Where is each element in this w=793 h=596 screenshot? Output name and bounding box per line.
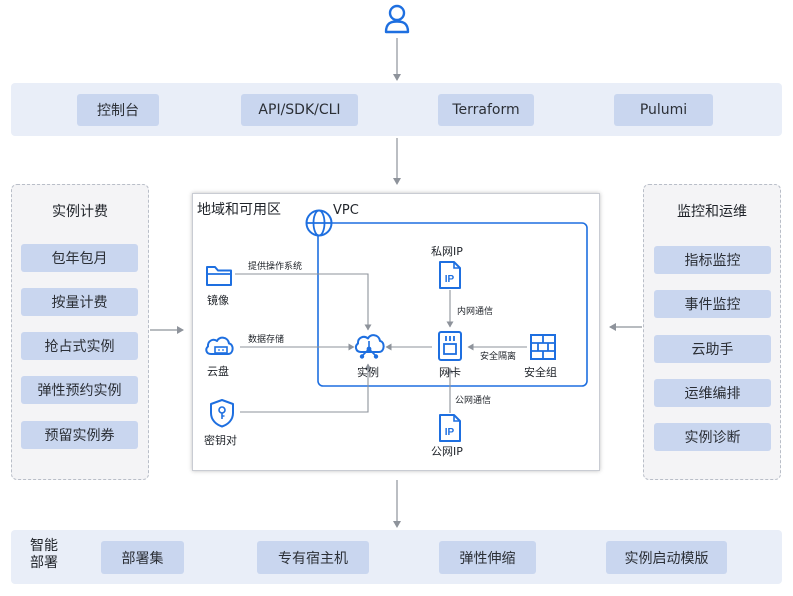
billing-pay-as-you-go[interactable]: 按量计费 — [21, 288, 138, 316]
billing-panel-title: 实例计费 — [52, 204, 108, 220]
edge-keypair-to-instance — [240, 363, 372, 413]
private-ip-icon-text: IP — [445, 274, 455, 285]
ops-panel-title: 监控和运维 — [677, 204, 747, 220]
billing-reserved-instance-coupon[interactable]: 预留实例券 — [21, 421, 138, 449]
billing-spot-instance[interactable]: 抢占式实例 — [21, 332, 138, 360]
globe-icon — [305, 209, 333, 237]
ops-instance-diagnosis[interactable]: 实例诊断 — [654, 423, 771, 451]
private-ip-label: 私网IP — [431, 245, 463, 258]
billing-elastic-reservation[interactable]: 弹性预约实例 — [21, 376, 138, 404]
pulumi-button[interactable]: Pulumi — [614, 94, 713, 126]
billing-subscription[interactable]: 包年包月 — [21, 244, 138, 272]
edge-image-to-instance — [235, 273, 372, 331]
dedicated-host-button[interactable]: 专有宿主机 — [257, 541, 369, 574]
nic-icon — [438, 331, 462, 361]
region-zone-title: 地域和可用区 — [197, 202, 281, 218]
image-label: 镜像 — [207, 294, 229, 307]
security-group-icon — [530, 334, 556, 360]
edge-os-label: 提供操作系统 — [248, 262, 303, 272]
ops-metric-monitoring[interactable]: 指标监控 — [654, 246, 771, 274]
edge-intranet-label: 内网通信 — [457, 307, 494, 317]
public-ip-icon: IP — [439, 414, 461, 442]
ops-cloud-assistant[interactable]: 云助手 — [654, 335, 771, 363]
private-ip-icon: IP — [439, 261, 461, 289]
ops-orchestration[interactable]: 运维编排 — [654, 379, 771, 407]
instance-label: 实例 — [357, 366, 379, 379]
instance-cloud-icon — [354, 334, 385, 359]
api-sdk-cli-button[interactable]: API/SDK/CLI — [241, 94, 358, 126]
console-button[interactable]: 控制台 — [77, 94, 159, 126]
public-ip-label: 公网IP — [431, 445, 463, 458]
user-icon — [384, 4, 410, 34]
region-zone-box — [192, 193, 600, 471]
disk-label: 云盘 — [207, 365, 229, 378]
keypair-label: 密钥对 — [204, 434, 237, 447]
cloud-disk-icon — [205, 336, 234, 355]
terraform-button[interactable]: Terraform — [438, 94, 534, 126]
deployment-set-button[interactable]: 部署集 — [101, 541, 184, 574]
folder-icon — [206, 266, 232, 286]
public-ip-icon-text: IP — [445, 427, 455, 438]
nic-label: 网卡 — [439, 366, 461, 379]
vpc-boundary — [317, 222, 588, 387]
shield-lock-icon — [210, 399, 234, 428]
ops-event-monitoring[interactable]: 事件监控 — [654, 290, 771, 318]
smart-deploy-title: 智能 部署 — [30, 538, 58, 571]
edge-isolation-label: 安全隔离 — [480, 352, 517, 362]
edge-public-label: 公网通信 — [455, 396, 492, 406]
edge-storage-label: 数据存储 — [248, 335, 285, 345]
launch-template-button[interactable]: 实例启动模版 — [606, 541, 727, 574]
auto-scaling-button[interactable]: 弹性伸缩 — [439, 541, 536, 574]
vpc-label: VPC — [333, 203, 359, 218]
security-group-label: 安全组 — [524, 366, 557, 379]
